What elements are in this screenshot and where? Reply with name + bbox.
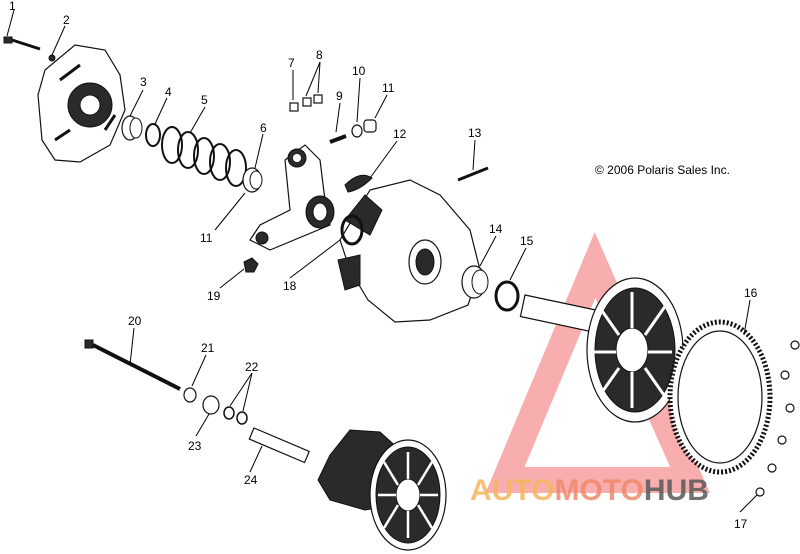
part-cover-2 bbox=[37, 44, 126, 163]
callout-14: 14 bbox=[489, 222, 503, 236]
part-fixed-sheave bbox=[519, 277, 684, 423]
copyright-text: © 2006 Polaris Sales Inc. bbox=[595, 163, 730, 177]
callout-13: 13 bbox=[468, 126, 482, 140]
leader-lines bbox=[6, 9, 758, 513]
callout-17: 17 bbox=[734, 517, 748, 531]
callout-24: 24 bbox=[244, 473, 258, 487]
part-orings-22 bbox=[223, 406, 248, 425]
callout-4: 4 bbox=[165, 85, 172, 99]
callout-6: 6 bbox=[260, 121, 267, 135]
callout-22: 22 bbox=[245, 360, 259, 374]
part-long-bolt-20 bbox=[84, 339, 181, 391]
callout-18: 18 bbox=[283, 279, 297, 293]
callout-10: 10 bbox=[352, 64, 366, 78]
part-bolt-1 bbox=[3, 36, 41, 51]
callout-19: 19 bbox=[207, 289, 221, 303]
callout-21: 21 bbox=[201, 341, 215, 355]
callout-5: 5 bbox=[201, 93, 208, 107]
part-ring-gear-16 bbox=[667, 319, 773, 475]
callout-15: 15 bbox=[520, 234, 534, 248]
part-screws-17 bbox=[755, 340, 800, 497]
callout-8: 8 bbox=[316, 48, 323, 62]
part-roller-11 bbox=[363, 119, 377, 133]
part-spacer-23 bbox=[202, 395, 220, 415]
callout-16: 16 bbox=[744, 286, 758, 300]
part-sleeve-24 bbox=[248, 427, 311, 464]
part-lower-clutch bbox=[317, 429, 447, 551]
callout-11-top: 11 bbox=[382, 81, 395, 95]
part-bushing-6 bbox=[242, 167, 263, 193]
part-ring-18 bbox=[340, 214, 364, 246]
callout-9: 9 bbox=[336, 89, 343, 103]
part-washer-10 bbox=[351, 124, 363, 138]
part-ring-15 bbox=[494, 280, 520, 312]
part-moveable-sheave bbox=[337, 179, 481, 323]
watermark-moto: MOTO bbox=[554, 474, 643, 507]
watermark-hub: HUB bbox=[644, 474, 709, 507]
part-spider-arm bbox=[249, 144, 335, 251]
callout-7: 7 bbox=[288, 56, 295, 70]
callout-23: 23 bbox=[188, 439, 202, 453]
part-spring-5 bbox=[161, 126, 247, 187]
callout-2: 2 bbox=[63, 13, 70, 27]
part-bushing-3 bbox=[121, 115, 143, 141]
callout-3: 3 bbox=[140, 75, 147, 89]
callout-1: 1 bbox=[9, 0, 16, 13]
part-wear-block-12 bbox=[344, 174, 373, 193]
callout-11-lower: 11 bbox=[200, 231, 213, 245]
watermark-text: AUTOMOTOHUB bbox=[470, 474, 709, 507]
part-pin-9 bbox=[329, 134, 347, 144]
part-nut-19 bbox=[243, 257, 259, 273]
part-ring-4 bbox=[145, 123, 161, 147]
part-fasteners-7-8 bbox=[289, 94, 323, 112]
watermark-auto: AUTO bbox=[470, 474, 554, 507]
callout-numbers: 1 2 3 4 5 6 7 8 9 10 11 12 13 11 14 15 1… bbox=[9, 0, 758, 531]
callout-12: 12 bbox=[393, 127, 407, 141]
callout-20: 20 bbox=[128, 314, 142, 328]
part-washer-21 bbox=[183, 387, 197, 403]
part-screw-13 bbox=[457, 166, 489, 182]
part-bushing-14 bbox=[461, 265, 489, 299]
